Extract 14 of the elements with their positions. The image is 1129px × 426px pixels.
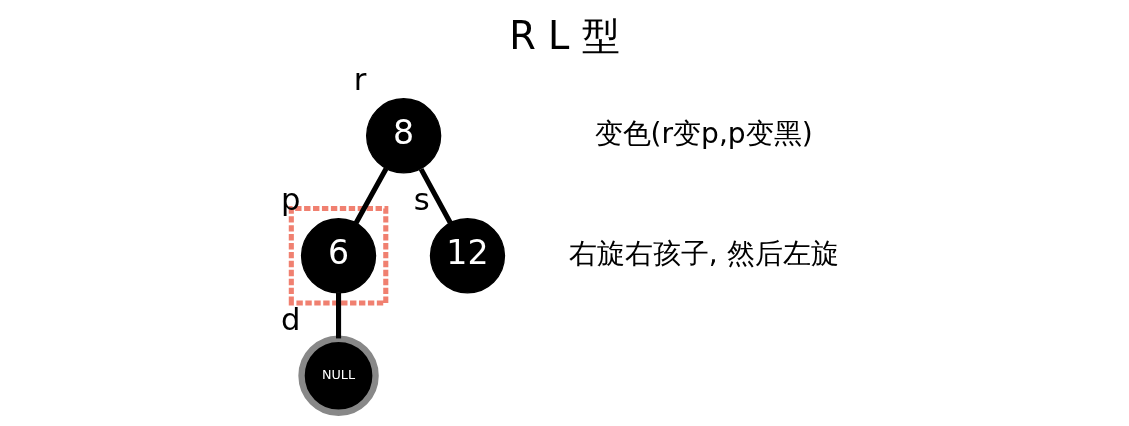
node-circle: 12 xyxy=(429,218,506,294)
node-label: p xyxy=(281,182,301,218)
label: 变色(r变p,p变黑) xyxy=(594,116,813,150)
label: 右旋右孩子, 然后左旋 xyxy=(568,236,839,270)
node-circle: 8 xyxy=(366,98,442,174)
node-label: r xyxy=(353,62,367,98)
connector xyxy=(418,167,453,225)
node-label: s xyxy=(413,182,430,218)
node-circle: 6 xyxy=(300,218,377,294)
connector xyxy=(336,292,342,339)
node-circle: NULL xyxy=(298,335,379,416)
connector xyxy=(353,167,389,225)
node-label: d xyxy=(281,302,301,338)
diagram-title: R L 型 xyxy=(509,12,620,58)
